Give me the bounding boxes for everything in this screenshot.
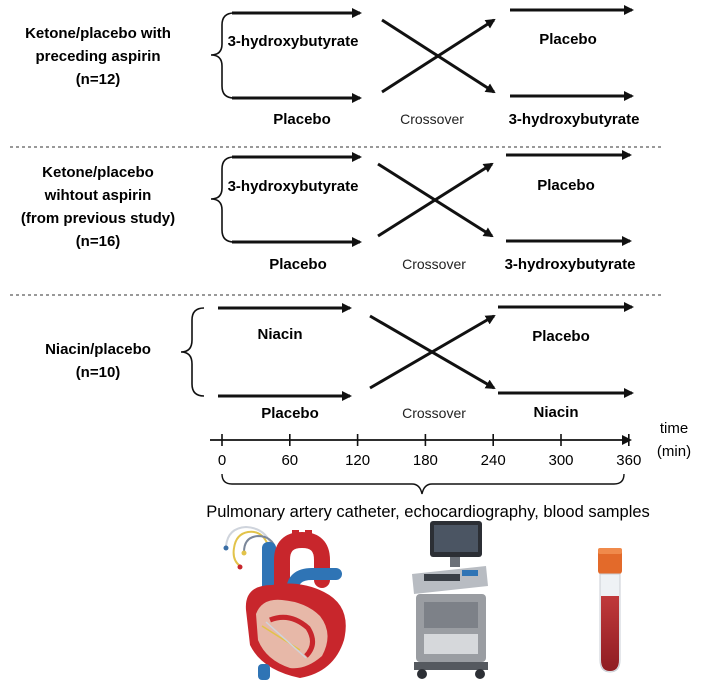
crossover-arrow xyxy=(377,162,494,238)
measurements-caption: Pulmonary artery catheter, echocardiogra… xyxy=(206,503,650,521)
timeline-tick-label: 60 xyxy=(281,452,298,469)
heart-catheter-illustration xyxy=(223,525,346,680)
group-ketone-no-aspirin: Ketone/placebo wihtout aspirin (from pre… xyxy=(21,150,636,273)
arm-label: Placebo xyxy=(261,405,319,422)
arm-label: Placebo xyxy=(273,111,331,128)
crossover-arrow xyxy=(381,18,496,94)
crossover-label: Crossover xyxy=(402,405,466,421)
group-brace xyxy=(180,307,205,397)
arm-label: 3-hydroxybutyrate xyxy=(228,178,359,195)
group-label-line: (n=16) xyxy=(76,233,121,250)
arm-label: Niacin xyxy=(257,326,302,343)
crossover-arrow xyxy=(369,314,496,390)
group-brace xyxy=(210,156,235,243)
timeline-tick-label: 180 xyxy=(413,452,438,469)
group-brace xyxy=(210,12,235,99)
blood-sample-tube-illustration xyxy=(598,548,622,673)
timeline-tick-label: 120 xyxy=(345,452,370,469)
timeline-tick-label: 360 xyxy=(616,452,641,469)
group-label-line: wihtout aspirin xyxy=(44,187,152,204)
arm-label: Placebo xyxy=(539,31,597,48)
arm-label: Niacin xyxy=(533,404,578,421)
timeline-ticks xyxy=(221,434,630,446)
timeline-tick-labels: 0 60 120 180 240 300 360 xyxy=(218,452,641,469)
group-label-line: (from previous study) xyxy=(21,210,175,227)
measurement-brace xyxy=(221,473,625,495)
timeline-tick-label: 240 xyxy=(481,452,506,469)
timeline-tick-label: 300 xyxy=(548,452,573,469)
crossover-label: Crossover xyxy=(402,256,466,272)
arm-label: 3-hydroxybutyrate xyxy=(228,33,359,50)
group-label-line: (n=10) xyxy=(76,364,121,381)
group-label-line: Ketone/placebo with xyxy=(25,25,171,42)
crossover-label: Crossover xyxy=(400,111,464,127)
echocardiography-machine-illustration xyxy=(412,521,488,679)
time-unit-line: (min) xyxy=(657,443,691,460)
group-label-line: preceding aspirin xyxy=(35,48,160,65)
arm-label: Placebo xyxy=(537,177,595,194)
group-ketone-aspirin: Ketone/placebo with preceding aspirin (n… xyxy=(25,5,640,128)
group-label-line: Niacin/placebo xyxy=(45,341,151,358)
group-label-line: (n=12) xyxy=(76,71,121,88)
arm-label: Placebo xyxy=(532,328,590,345)
time-unit-line: time xyxy=(660,420,688,437)
timeline: 0 60 120 180 240 300 360 time (min) Pulmonary … xyxy=(206,420,691,521)
arm-label: Placebo xyxy=(269,256,327,273)
arm-label: 3-hydroxybutyrate xyxy=(509,111,640,128)
timeline-tick-label: 0 xyxy=(218,452,226,469)
arm-label: 3-hydroxybutyrate xyxy=(505,256,636,273)
group-niacin: Niacin/placebo (n=10) Niacin Placebo Cro… xyxy=(45,302,634,422)
group-label-line: Ketone/placebo xyxy=(42,164,154,181)
